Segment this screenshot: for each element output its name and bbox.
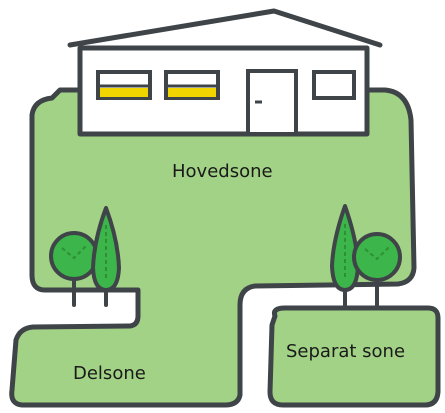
window-middle <box>164 70 220 100</box>
main-zone-label: Hovedsone <box>172 161 273 182</box>
tree-right-round <box>352 232 402 307</box>
house-door <box>246 69 298 136</box>
tree-left-round <box>49 231 99 307</box>
main-zone-area <box>9 87 417 408</box>
tree-left-tall <box>91 206 121 307</box>
window-left <box>96 70 152 100</box>
house-roof <box>67 8 383 48</box>
sub-zone-label: Delsone <box>73 363 146 384</box>
window-right <box>312 70 356 100</box>
separate-zone-label: Separat sone <box>286 341 406 362</box>
separate-zone-area <box>267 305 441 408</box>
